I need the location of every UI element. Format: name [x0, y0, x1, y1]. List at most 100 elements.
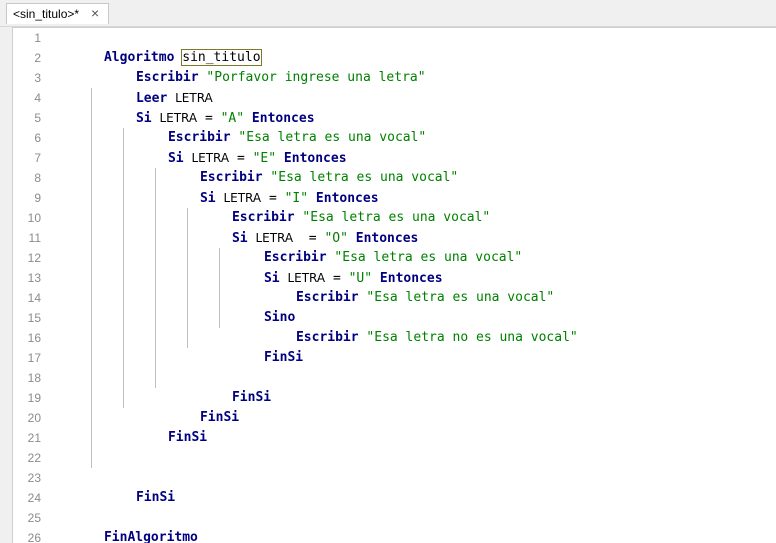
keyword: FinSi: [231, 390, 272, 405]
line-number: 9: [34, 191, 41, 205]
line-number: 15: [27, 311, 41, 325]
indent-guide: [219, 248, 220, 328]
code-line-20: FinSi: [121, 408, 207, 445]
tab-sin-titulo[interactable]: <sin_titulo>* ×: [6, 3, 109, 24]
code-line-4: Si LETRA = "A" Entonces: [89, 88, 315, 126]
string-literal: "Esa letra es una vocal": [238, 130, 427, 145]
tab-label: <sin_titulo>*: [13, 7, 80, 21]
keyword: FinSi: [167, 430, 208, 445]
line-number: 21: [27, 431, 41, 445]
keyword: Si: [199, 191, 216, 206]
string-literal: "Esa letra es una vocal": [302, 210, 491, 225]
line-number: 24: [27, 491, 41, 505]
keyword: Entonces: [251, 111, 315, 126]
indent-guide: [123, 128, 124, 408]
string-literal: "Esa letra no es una vocal": [366, 330, 578, 345]
line-number: 25: [27, 511, 41, 525]
code-line-6: Si LETRA = "E" Entonces: [121, 128, 347, 166]
string-literal: "U": [348, 271, 373, 286]
code-line-18: FinSi: [185, 368, 271, 405]
identifier: LETRA: [159, 111, 198, 125]
line-number: 2: [34, 51, 41, 65]
keyword: Si: [135, 111, 152, 126]
string-literal: "O": [324, 231, 348, 246]
code-line-12: Si LETRA = "U" Entonces: [217, 248, 443, 286]
line-number: 5: [34, 111, 41, 125]
keyword: Escribir: [135, 70, 199, 85]
code-line-7: Escribir "Esa letra es una vocal": [153, 148, 458, 185]
line-number: 8: [34, 171, 41, 185]
code-line-25: FinAlgoritmo: [57, 508, 198, 543]
line-number: 4: [34, 91, 41, 105]
keyword: Escribir: [167, 130, 231, 145]
code-line-16: FinSi: [217, 328, 303, 365]
indent-guide: [187, 208, 188, 348]
keyword: Escribir: [295, 290, 359, 305]
string-literal: "Esa letra es una vocal": [366, 290, 555, 305]
keyword: Sino: [263, 310, 296, 325]
line-number: 18: [27, 371, 41, 385]
string-literal: "I": [284, 191, 309, 206]
keyword: Si: [231, 231, 248, 246]
code-line-1: Algoritmo sin_titulo: [57, 28, 262, 66]
indent-guide: [155, 168, 156, 388]
code-line-2: Escribir "Porfavor ingrese una letra": [89, 48, 426, 85]
code-editor[interactable]: 1 2 3 4 5 6 7 8 9 10 11 12 13 14 15 16 1…: [12, 27, 776, 543]
keyword: Leer: [135, 91, 168, 106]
code-line-8: Si LETRA = "I" Entonces: [153, 168, 379, 206]
tab-bar: <sin_titulo>* ×: [0, 0, 776, 27]
keyword: Escribir: [199, 170, 263, 185]
line-number: 22: [27, 451, 41, 465]
line-number: 12: [27, 251, 41, 265]
code-area[interactable]: Algoritmo sin_titulo Escribir "Porfavor …: [13, 28, 776, 543]
keyword: FinAlgoritmo: [103, 530, 198, 543]
string-literal: "Porfavor ingrese una letra": [206, 70, 426, 85]
keyword: FinSi: [263, 350, 304, 365]
identifier: LETRA: [287, 271, 326, 285]
code-line-9: Escribir "Esa letra es una vocal": [185, 188, 490, 225]
operator: =: [268, 191, 277, 206]
code-line-3: Leer LETRA: [89, 68, 213, 106]
keyword: Algoritmo: [103, 50, 175, 65]
operator: =: [236, 151, 245, 166]
keyword: Escribir: [263, 250, 327, 265]
code-line-11: Escribir "Esa letra es una vocal": [217, 228, 522, 265]
indent-guide: [91, 88, 92, 468]
code-line-15: Escribir "Esa letra no es una vocal": [249, 308, 578, 345]
line-number: 3: [34, 71, 41, 85]
keyword: Entonces: [379, 271, 443, 286]
operator: =: [332, 271, 341, 286]
keyword: Si: [167, 151, 184, 166]
line-number: 23: [27, 471, 41, 485]
line-number: 11: [28, 231, 41, 245]
line-number: 20: [27, 411, 41, 425]
line-number: 19: [27, 391, 41, 405]
line-number-gutter: 1 2 3 4 5 6 7 8 9 10 11 12 13 14 15 16 1…: [13, 28, 47, 543]
keyword: FinSi: [199, 410, 240, 425]
operator: =: [308, 231, 317, 246]
code-line-23: FinSi: [89, 468, 175, 505]
keyword: Escribir: [231, 210, 295, 225]
string-literal: "A": [220, 111, 245, 126]
code-line-14: Sino: [217, 288, 295, 325]
close-icon[interactable]: ×: [91, 5, 100, 21]
string-literal: "E": [252, 151, 277, 166]
identifier: LETRA: [175, 91, 213, 105]
string-literal: "Esa letra es una vocal": [270, 170, 459, 185]
code-line-13: Escribir "Esa letra es una vocal": [249, 268, 554, 305]
line-number: 17: [27, 351, 41, 365]
code-line-5: Escribir "Esa letra es una vocal": [121, 108, 426, 145]
keyword: Escribir: [295, 330, 359, 345]
operator: =: [204, 111, 213, 126]
line-number: 26: [27, 531, 41, 543]
keyword: Entonces: [283, 151, 347, 166]
code-line-19: FinSi: [153, 388, 239, 425]
line-number: 1: [34, 31, 41, 45]
keyword: Entonces: [355, 231, 419, 246]
code-line-10: Si LETRA = "O" Entonces: [185, 208, 418, 246]
identifier: LETRA: [223, 191, 262, 205]
line-number: 7: [34, 151, 41, 165]
string-literal: "Esa letra es una vocal": [334, 250, 523, 265]
line-number: 14: [27, 291, 41, 305]
keyword: Entonces: [315, 191, 379, 206]
